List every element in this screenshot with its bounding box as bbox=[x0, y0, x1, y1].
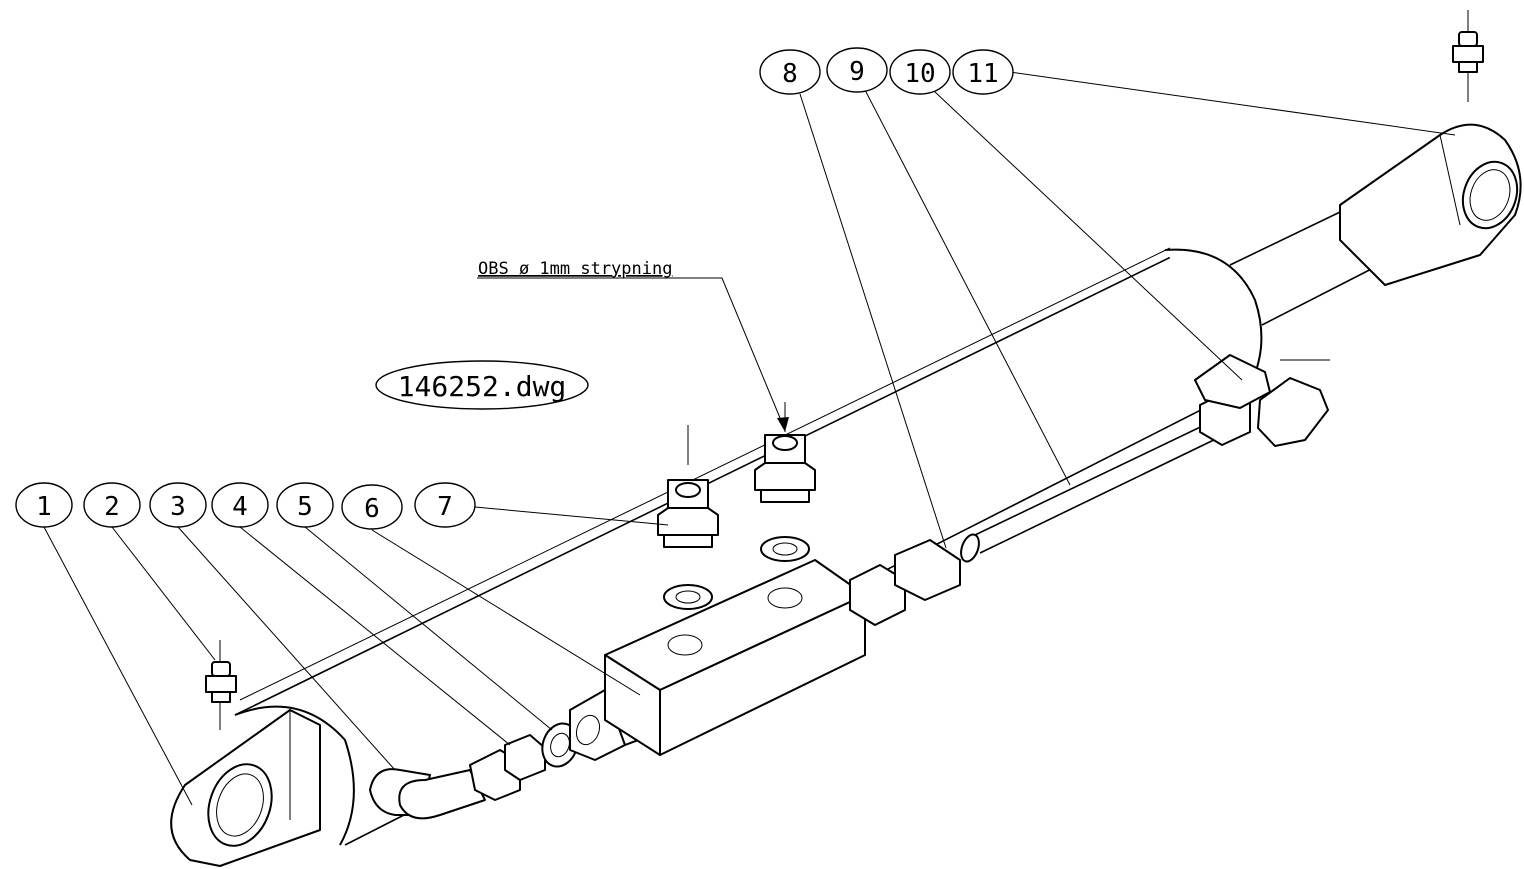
balloon-6: 6 bbox=[341, 484, 403, 530]
balloon-label: 2 bbox=[104, 492, 120, 522]
rear-nut-fitting bbox=[469, 734, 546, 801]
balloon-label: 7 bbox=[437, 492, 453, 522]
balloon-label: 11 bbox=[967, 59, 998, 89]
leader-lines bbox=[43, 71, 1456, 806]
block-fitting-left bbox=[657, 425, 719, 610]
cylinder-body bbox=[234, 247, 1263, 846]
balloon-label: 8 bbox=[782, 59, 798, 89]
balloon-11: 11 bbox=[952, 49, 1014, 95]
balloon-label: 4 bbox=[232, 492, 248, 522]
rear-clevis bbox=[170, 709, 321, 867]
balloon-3: 3 bbox=[149, 482, 207, 528]
balloon-1: 1 bbox=[15, 482, 73, 528]
note-text: OBS ø 1mm strypning bbox=[478, 259, 672, 279]
balloon-label: 5 bbox=[297, 492, 313, 522]
balloon-7: 7 bbox=[414, 482, 476, 528]
balloon-label: 1 bbox=[36, 492, 52, 522]
balloon-2: 2 bbox=[83, 482, 141, 528]
balloon-10: 10 bbox=[889, 49, 951, 95]
balloon-label: 9 bbox=[849, 57, 865, 87]
hydraulic-tube bbox=[974, 419, 1223, 554]
balloon-label: 3 bbox=[170, 492, 186, 522]
balloon-label: 6 bbox=[364, 494, 380, 524]
rear-elbow-fitting bbox=[369, 768, 486, 820]
grease-nipple-front bbox=[1452, 10, 1484, 102]
balloon-5: 5 bbox=[276, 482, 334, 528]
balloon-8: 8 bbox=[759, 49, 821, 95]
front-elbow-fitting bbox=[1194, 354, 1330, 447]
front-rod-eye bbox=[1339, 123, 1522, 286]
balloon-9: 9 bbox=[826, 47, 888, 93]
file-label: 146252.dwg bbox=[375, 360, 589, 410]
file-label-text: 146252.dwg bbox=[398, 370, 567, 403]
valve-block bbox=[604, 559, 866, 756]
note-callout: OBS ø 1mm strypning bbox=[478, 259, 672, 279]
block-fitting-right bbox=[754, 402, 816, 562]
grease-nipple-rear bbox=[205, 640, 237, 730]
balloon-4: 4 bbox=[211, 482, 269, 528]
block-outlet-fitting bbox=[849, 533, 980, 626]
balloon-label: 10 bbox=[904, 59, 935, 89]
